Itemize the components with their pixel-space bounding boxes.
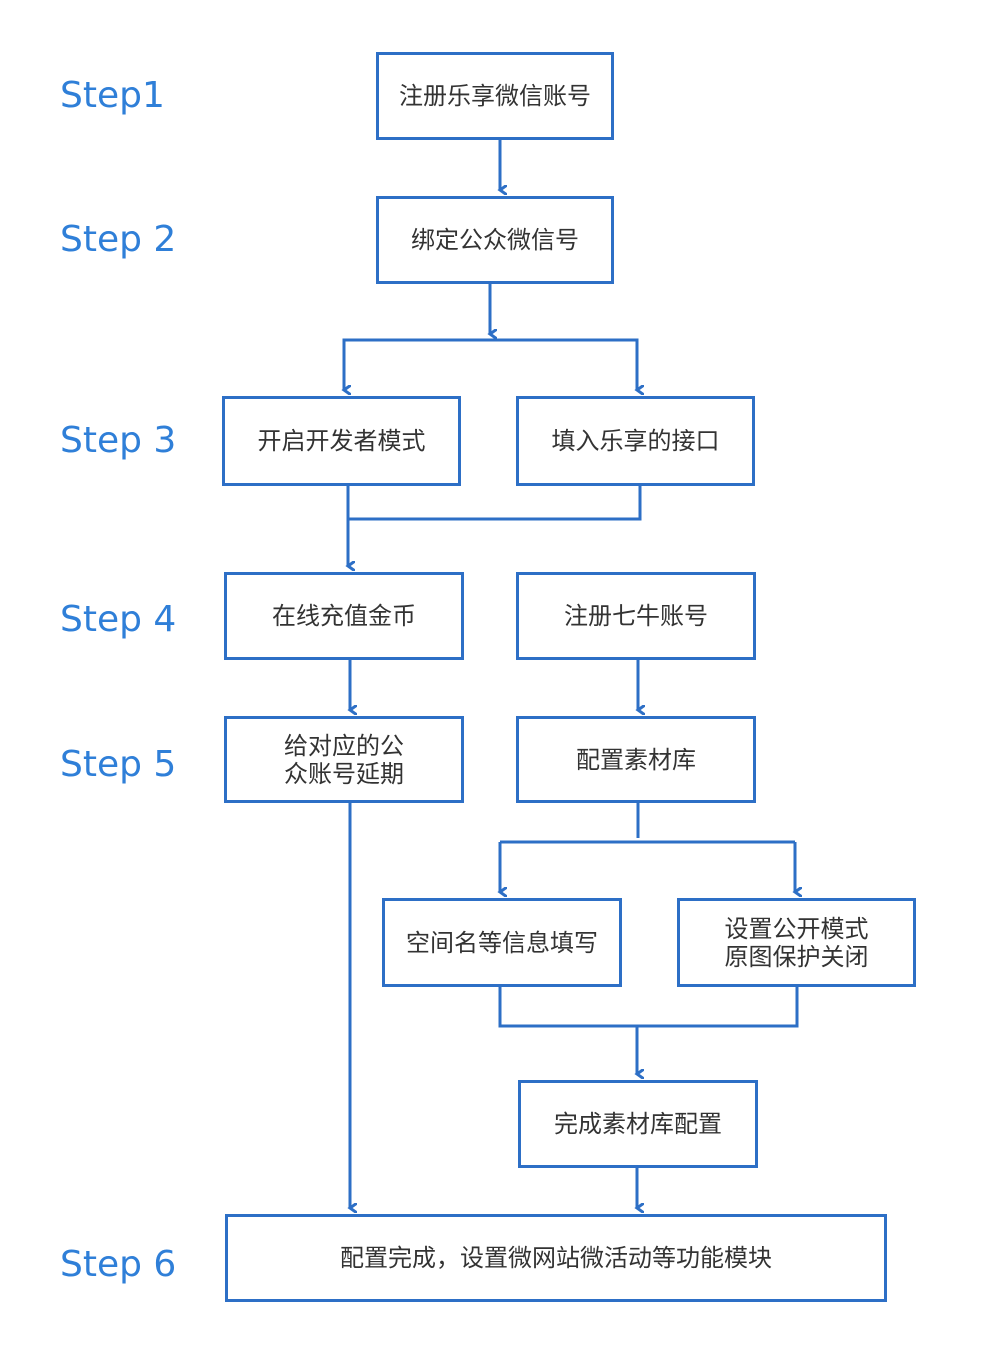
node-finish-library-text: 完成素材库配置 xyxy=(554,1110,722,1138)
node-fill-interface: 填入乐享的接口 xyxy=(516,396,755,486)
step-label-1: Step1 xyxy=(60,75,165,116)
node-register-qiniu-text: 注册七牛账号 xyxy=(564,602,708,630)
node-enable-dev-mode-text: 开启开发者模式 xyxy=(257,427,426,455)
node-register-lexiang-text: 注册乐享微信账号 xyxy=(399,82,591,110)
edge-split-left xyxy=(344,338,490,390)
step-label-5: Step 5 xyxy=(60,744,177,785)
step-label-2: Step 2 xyxy=(60,219,177,260)
edge-space-merge xyxy=(498,987,799,1028)
node-fill-space-info: 空间名等信息填写 xyxy=(382,898,622,987)
step-label-3: Step 3 xyxy=(60,420,177,461)
node-final-config-text: 配置完成，设置微网站微活动等功能模块 xyxy=(340,1244,772,1272)
node-finish-library: 完成素材库配置 xyxy=(518,1080,758,1168)
node-config-library: 配置素材库 xyxy=(516,716,756,803)
step-label-4: Step 4 xyxy=(60,599,177,640)
node-bind-public: 绑定公众微信号 xyxy=(376,196,614,284)
node-fill-space-info-text: 空间名等信息填写 xyxy=(406,928,598,957)
node-recharge-coins: 在线充值金币 xyxy=(224,572,464,660)
node-public-mode-text: 设置公开模式 原图保护关闭 xyxy=(724,914,869,971)
edge-split-right xyxy=(490,338,637,390)
node-bind-public-text: 绑定公众微信号 xyxy=(411,226,579,254)
node-public-mode: 设置公开模式 原图保护关闭 xyxy=(677,898,916,987)
node-enable-dev-mode: 开启开发者模式 xyxy=(222,396,461,486)
node-recharge-coins-text: 在线充值金币 xyxy=(272,602,416,630)
node-register-lexiang: 注册乐享微信账号 xyxy=(376,52,614,140)
node-extend-account-text: 给对应的公 众账号延期 xyxy=(284,731,404,788)
step-label-6: Step 6 xyxy=(60,1244,177,1285)
node-config-library-text: 配置素材库 xyxy=(576,745,696,774)
node-final-config: 配置完成，设置微网站微活动等功能模块 xyxy=(225,1214,887,1302)
edge-interface-merge xyxy=(348,486,642,521)
node-register-qiniu: 注册七牛账号 xyxy=(516,572,756,660)
node-fill-interface-text: 填入乐享的接口 xyxy=(551,427,720,455)
node-extend-account: 给对应的公 众账号延期 xyxy=(224,716,464,803)
